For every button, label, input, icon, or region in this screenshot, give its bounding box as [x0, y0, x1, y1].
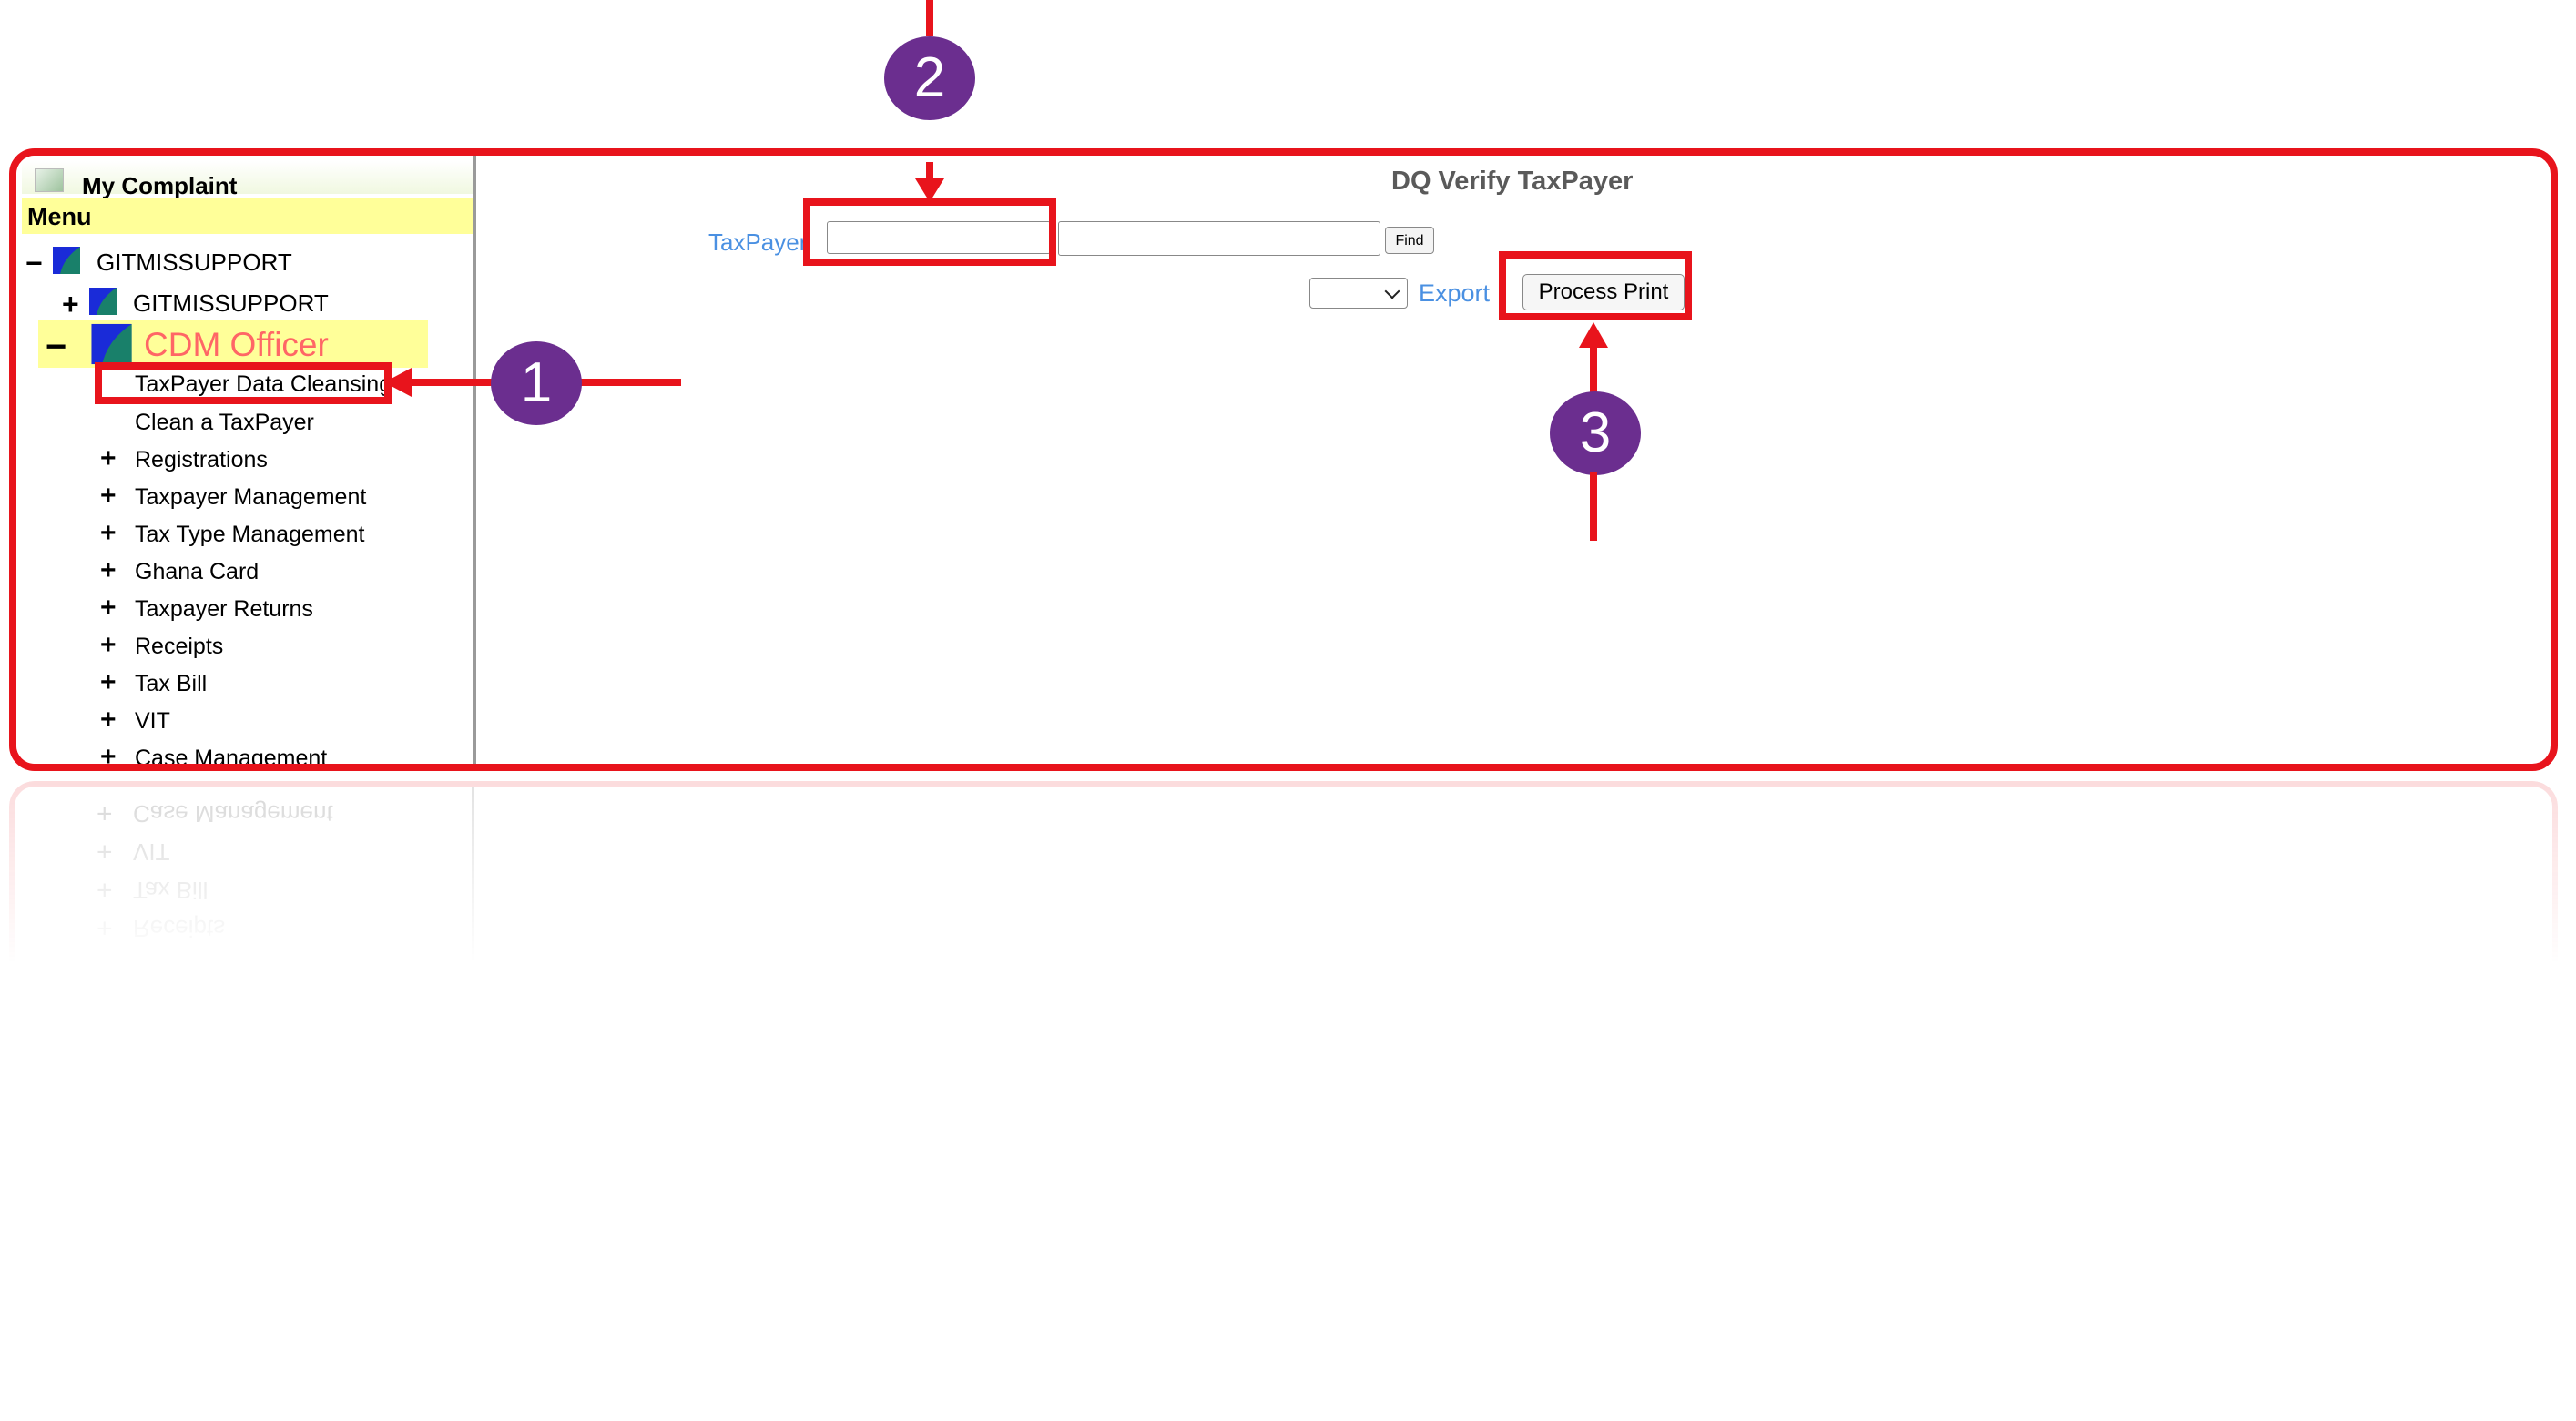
callout-1-highlight-box: [95, 362, 392, 404]
expand-icon[interactable]: +: [100, 481, 117, 511]
reflection-divider: [472, 787, 474, 963]
expand-icon[interactable]: +: [100, 555, 117, 585]
my-complaint-label: My Complaint: [82, 172, 238, 199]
taxpayer-id-input[interactable]: [827, 221, 1051, 254]
chevron-down-icon: [1384, 283, 1400, 299]
find-button[interactable]: Find: [1385, 227, 1434, 254]
reflection-content: + Case Management + VIT + Tax Bill + Rec…: [15, 787, 2552, 963]
taxpayer-name-field[interactable]: [1058, 221, 1380, 256]
export-format-select[interactable]: [1309, 278, 1408, 309]
export-link[interactable]: Export: [1419, 279, 1491, 307]
reflection-plus-icon: +: [97, 798, 113, 828]
expand-icon[interactable]: +: [100, 593, 117, 623]
expand-icon[interactable]: +: [100, 667, 117, 697]
callout-3-highlight-box: [1499, 251, 1692, 320]
screenshot-frame: My Complaint Menu − GITMISSUPPORT + GITM…: [9, 148, 2558, 771]
menu-group-ghana-card[interactable]: Ghana Card: [135, 559, 260, 584]
callout-2-arrow-head-icon: [915, 178, 944, 202]
expand-icon[interactable]: +: [62, 288, 79, 320]
menu-item-clean-a-taxpayer[interactable]: Clean a TaxPayer: [135, 410, 314, 435]
callout-1-arrow-head-icon: [384, 368, 412, 397]
reflection-plus-icon: +: [97, 913, 113, 943]
tree-node-gitmissupport-root[interactable]: GITMISSUPPORT: [97, 249, 292, 276]
callout-badge-2: 2: [884, 36, 975, 120]
expand-icon[interactable]: +: [100, 742, 117, 771]
node-folder-icon: [53, 247, 80, 274]
menu-group-vit[interactable]: VIT: [135, 708, 170, 734]
menu-group-taxpayer-returns[interactable]: Taxpayer Returns: [135, 596, 313, 622]
collapse-icon[interactable]: −: [25, 247, 43, 279]
taxpayer-label: TaxPayer: [708, 228, 808, 256]
node-folder-icon: [89, 288, 117, 315]
collapse-icon[interactable]: −: [46, 327, 67, 367]
menu-group-case-management[interactable]: Case Management: [135, 746, 328, 771]
process-print-button[interactable]: Process Print: [1522, 274, 1685, 310]
callout-3-arrow-head-icon: [1579, 322, 1608, 348]
menu-group-receipts[interactable]: Receipts: [135, 634, 224, 659]
reflection-text: Receipts: [133, 915, 226, 942]
reflection-plus-icon: +: [97, 875, 113, 905]
callout-2-arrow-line-top: [926, 0, 933, 36]
menu-header: Menu: [22, 198, 473, 234]
expand-icon[interactable]: +: [100, 630, 117, 660]
tree-node-gitmissupport-child[interactable]: GITMISSUPPORT: [133, 289, 329, 317]
menu-group-taxpayer-management[interactable]: Taxpayer Management: [135, 484, 367, 510]
menu-group-tax-bill[interactable]: Tax Bill: [135, 671, 208, 696]
menu-group-registrations[interactable]: Registrations: [135, 447, 268, 472]
frame-reflection: + Case Management + VIT + Tax Bill + Rec…: [9, 781, 2558, 963]
expand-icon[interactable]: +: [100, 518, 117, 548]
callout-3-arrow-line-bottom: [1590, 472, 1597, 541]
reflection-text: Case Management: [133, 800, 333, 827]
reflection-text: VIT: [133, 838, 170, 866]
broken-image-icon: [35, 168, 64, 192]
reflection-text: Tax Bill: [133, 877, 209, 904]
callout-badge-1: 1: [491, 341, 582, 425]
menu-item-taxpayer-data-cleansing[interactable]: TaxPayer Data Cleansing: [135, 371, 392, 397]
expand-icon[interactable]: +: [100, 705, 117, 735]
expand-icon[interactable]: +: [100, 443, 117, 473]
sidebar-divider[interactable]: [473, 156, 476, 764]
my-complaint-bar[interactable]: My Complaint: [22, 161, 473, 199]
reflection-plus-icon: +: [97, 837, 113, 867]
menu-label: Menu: [27, 203, 92, 230]
callout-3-arrow-line: [1590, 346, 1597, 397]
callout-2-arrow-line: [926, 162, 933, 186]
page-title: DQ Verify TaxPayer: [1391, 167, 1634, 196]
tree-node-cdm-officer[interactable]: CDM Officer: [144, 326, 329, 363]
node-folder-icon: [91, 323, 132, 365]
menu-group-tax-type-management[interactable]: Tax Type Management: [135, 522, 365, 547]
sidebar: My Complaint Menu − GITMISSUPPORT + GITM…: [16, 156, 473, 764]
callout-badge-3: 3: [1550, 391, 1641, 475]
callout-2-highlight-box: [803, 198, 1056, 266]
